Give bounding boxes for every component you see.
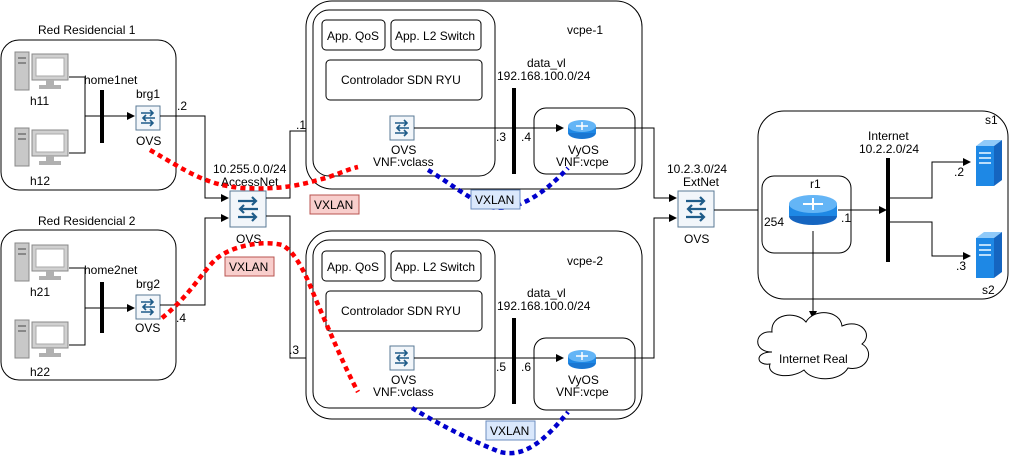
brg2-ip: .4 bbox=[176, 311, 186, 325]
extnet-ovs-label: OVS bbox=[684, 232, 709, 246]
vcpe2-ryu: Controlador SDN RYU bbox=[341, 304, 461, 318]
vcpe2-vclass-label: VNF:vclass bbox=[373, 385, 434, 399]
residential-network-1: Red Residencial 1 h11 h12 home1net brg1 … bbox=[0, 23, 187, 191]
brg1-ip: .2 bbox=[177, 99, 187, 113]
vcpe2-ovs-label: OVS bbox=[391, 373, 416, 387]
r1-ip-right: .1 bbox=[841, 211, 851, 225]
server-icon bbox=[976, 140, 1002, 186]
vcpe-1: vcpe-1 App. QoS App. L2 Switch Controlad… bbox=[305, 0, 677, 202]
host-h12-label: h12 bbox=[30, 174, 50, 188]
res1-title: Red Residencial 1 bbox=[38, 23, 136, 37]
vxlan-label-blue-2: VXLAN bbox=[490, 424, 529, 438]
vcpe1-app-qos: App. QoS bbox=[327, 29, 379, 43]
accessnet-subnet: 10.255.0.0/24 bbox=[213, 162, 287, 176]
internet-name: Internet bbox=[868, 129, 909, 143]
vxlan-tunnels: VXLAN VXLAN VXLAN VXLAN bbox=[148, 148, 570, 456]
s2-ip: .3 bbox=[956, 259, 966, 273]
router-r1-label: r1 bbox=[810, 177, 821, 191]
vcpe1-vyos-label: VyOS bbox=[568, 143, 599, 157]
brg2-label: brg2 bbox=[136, 277, 160, 291]
r1-ip-left: 254 bbox=[764, 215, 784, 229]
vcpe2-vyos-label: VyOS bbox=[568, 373, 599, 387]
host-h22-label: h22 bbox=[30, 365, 50, 379]
vcpe1-title: vcpe-1 bbox=[567, 23, 603, 37]
vcpe1-datanet: 192.168.100.0/24 bbox=[497, 69, 591, 83]
brg2-ovs-label: OVS bbox=[135, 321, 160, 335]
home1net-label: home1net bbox=[84, 73, 138, 87]
server-icon bbox=[976, 232, 1002, 278]
res2-title: Red Residencial 2 bbox=[38, 214, 136, 228]
brg1-label: brg1 bbox=[136, 87, 160, 101]
vcpe1-app-l2: App. L2 Switch bbox=[395, 29, 475, 43]
vcpe1-datavl: data_vl bbox=[527, 56, 566, 70]
internet-zone: r1 254 .1 Internet 10.2.2.0/24 s1 .2 s2 … bbox=[757, 110, 1009, 380]
vcpe2-app-l2: App. L2 Switch bbox=[395, 260, 475, 274]
accessnet-ovs-label: OVS bbox=[236, 232, 261, 246]
s1-ip: .2 bbox=[954, 165, 964, 179]
switch-icon bbox=[389, 115, 415, 141]
s2-label: s2 bbox=[982, 283, 995, 297]
vxlan-label-blue-1: VXLAN bbox=[475, 193, 514, 207]
internet-real-label: Internet Real bbox=[779, 352, 848, 366]
internet-subnet: 10.2.2.0/24 bbox=[859, 142, 919, 156]
vcpe1-vcpe-label: VNF:vcpe bbox=[556, 155, 609, 169]
switch-icon bbox=[676, 189, 716, 229]
router-icon bbox=[567, 119, 597, 140]
residential-network-2: Red Residencial 2 h21 h22 home2net brg2 … bbox=[0, 214, 186, 381]
vxlan-label-red-1: VXLAN bbox=[314, 198, 353, 212]
vcpe2-datavl: data_vl bbox=[527, 286, 566, 300]
vcpe2-ip-right: .6 bbox=[521, 360, 531, 374]
extnet-subnet: 10.2.3.0/24 bbox=[667, 162, 727, 176]
vcpe1-ip-left: .3 bbox=[496, 130, 506, 144]
home2net-label: home2net bbox=[84, 263, 138, 277]
vcpe2-vcpe-label: VNF:vcpe bbox=[556, 385, 609, 399]
host-h21-label: h21 bbox=[30, 285, 50, 299]
cloud-shape bbox=[757, 312, 869, 380]
s1-label: s1 bbox=[985, 113, 998, 127]
extnet-name: ExtNet bbox=[683, 175, 720, 189]
switch-icon bbox=[228, 189, 268, 229]
switch-icon bbox=[135, 105, 161, 131]
access-ip-vcpe2: .3 bbox=[289, 343, 299, 357]
vcpe2-ip-left: .5 bbox=[496, 360, 506, 374]
vcpe1-ovs-label: OVS bbox=[391, 143, 416, 157]
router-icon bbox=[789, 195, 837, 225]
switch-icon bbox=[389, 345, 415, 371]
host-h11-label: h11 bbox=[30, 94, 49, 108]
access-ip-vcpe1: .1 bbox=[296, 118, 306, 132]
vcpe2-datanet: 192.168.100.0/24 bbox=[497, 299, 591, 313]
switch-icon bbox=[135, 294, 161, 320]
vcpe-2: vcpe-2 App. QoS App. L2 Switch Controlad… bbox=[305, 214, 677, 420]
blue-tunnel-2 bbox=[410, 406, 570, 456]
vcpe2-title: vcpe-2 bbox=[567, 254, 603, 268]
vcpe1-ip-right: .4 bbox=[521, 130, 531, 144]
vcpe2-app-qos: App. QoS bbox=[327, 260, 379, 274]
vxlan-label-red-2: VXLAN bbox=[229, 260, 268, 274]
router-icon bbox=[567, 349, 597, 370]
accessnet: 10.255.0.0/24 AccessNet OVS .1 .3 bbox=[160, 115, 389, 362]
vcpe1-ryu: Controlador SDN RYU bbox=[341, 73, 461, 87]
extnet: 10.2.3.0/24 ExtNet OVS bbox=[667, 162, 785, 246]
brg1-ovs-label: OVS bbox=[136, 134, 161, 148]
vcpe1-vclass-label: VNF:vclass bbox=[373, 155, 434, 169]
